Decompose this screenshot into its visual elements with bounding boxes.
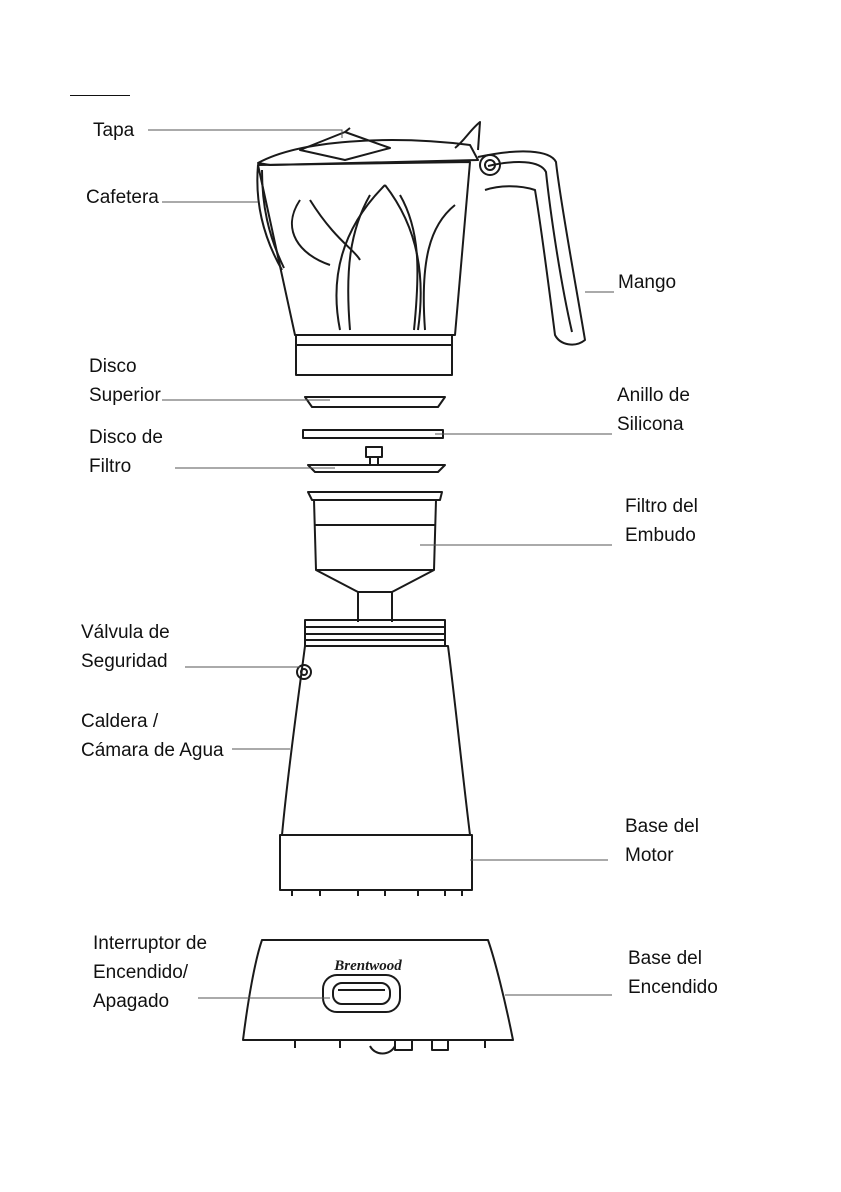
brand-logo: Brentwood [333, 958, 402, 974]
label-mango: Mango [618, 268, 676, 297]
label-anillo-silicona: Anillo de Silicona [617, 381, 690, 439]
label-valvula: Válvula de Seguridad [81, 618, 170, 676]
label-caldera: Caldera / Cámara de Agua [81, 707, 224, 765]
pot-illustration [257, 122, 585, 375]
label-disco-filtro: Disco de Filtro [89, 423, 163, 481]
label-base-motor: Base del Motor [625, 812, 699, 870]
label-filtro-embudo: Filtro del Embudo [625, 492, 698, 550]
label-cafetera: Cafetera [86, 183, 159, 212]
funnel-filter-illustration [308, 492, 442, 622]
boiler-illustration [280, 620, 472, 896]
label-base-encendido: Base del Encendido [628, 944, 718, 1002]
leader-lines [148, 130, 614, 998]
label-tapa: Tapa [93, 116, 134, 145]
silicone-ring-illustration [303, 430, 443, 438]
label-disco-superior: Disco Superior [89, 352, 161, 410]
label-interruptor: Interruptor de Encendido/ Apagado [93, 929, 207, 1016]
top-disc-illustration [305, 397, 445, 407]
